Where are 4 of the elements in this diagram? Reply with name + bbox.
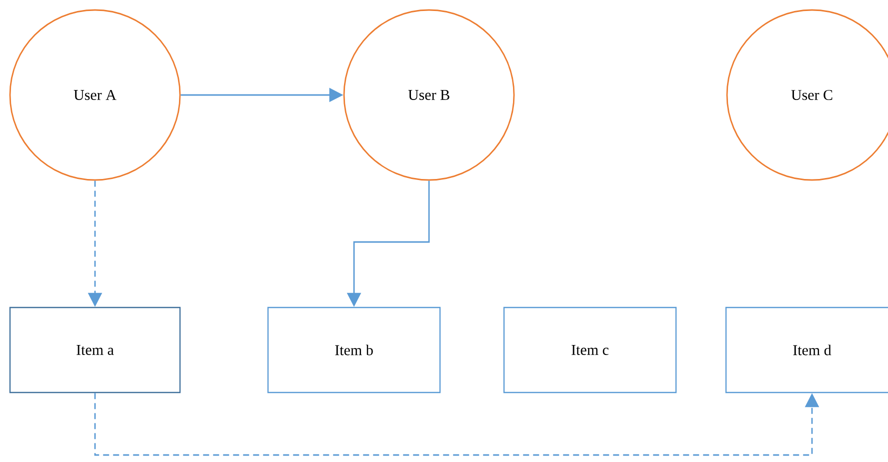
item-box: Item a bbox=[9, 306, 181, 394]
item-box: Item d bbox=[725, 306, 888, 394]
item-box: Item b bbox=[267, 306, 441, 394]
item-box: Item c bbox=[503, 306, 677, 394]
